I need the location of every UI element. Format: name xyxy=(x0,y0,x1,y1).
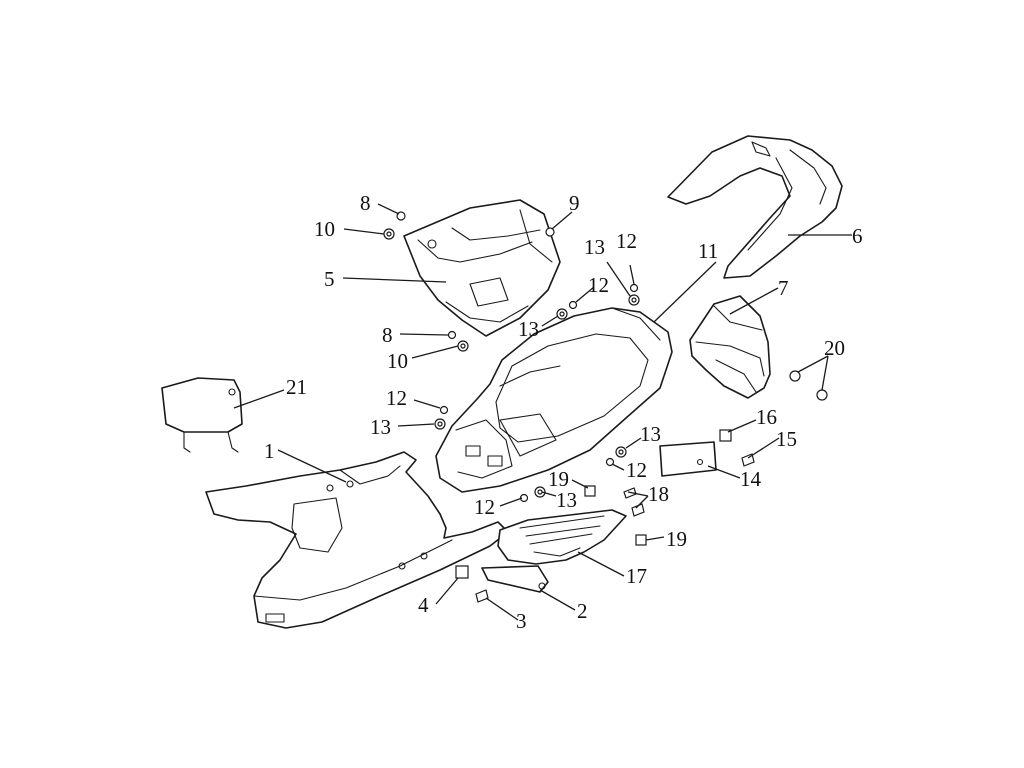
callout-16: 16 xyxy=(756,405,777,429)
part-storage-box xyxy=(403,199,561,337)
part-cover-plate xyxy=(659,441,717,477)
callout-15: 15 xyxy=(776,427,797,451)
callout-8-lower: 8 xyxy=(382,323,393,347)
callout-12-left: 12 xyxy=(386,386,407,410)
callout-10-lower: 10 xyxy=(387,349,408,373)
leader-lines xyxy=(233,203,852,621)
callout-19-top: 19 xyxy=(548,467,569,491)
callout-13-mid: 13 xyxy=(518,317,539,341)
callout-11: 11 xyxy=(698,239,718,263)
callout-18: 18 xyxy=(648,482,669,506)
hardware xyxy=(383,211,828,603)
callout-17: 17 xyxy=(626,564,647,588)
part-small-plate xyxy=(481,565,549,593)
callout-4: 4 xyxy=(418,593,429,617)
callout-19-bottom: 19 xyxy=(666,527,687,551)
part-body-frame xyxy=(435,307,673,493)
callout-5: 5 xyxy=(324,267,335,291)
part-front-cover xyxy=(667,135,843,279)
callout-8-upper: 8 xyxy=(360,191,371,215)
callout-3: 3 xyxy=(516,609,527,633)
callout-14: 14 xyxy=(740,467,762,491)
callout-12-right: 12 xyxy=(626,458,647,482)
callout-12-bottom: 12 xyxy=(474,495,495,519)
callout-labels: 1 2 3 4 5 6 7 8 8 9 10 10 11 12 12 12 12… xyxy=(264,191,863,633)
callout-13-bottom: 13 xyxy=(556,488,577,512)
callout-20: 20 xyxy=(824,336,845,360)
callout-1: 1 xyxy=(264,439,275,463)
part-inner-panel xyxy=(689,295,771,399)
callout-10-upper: 10 xyxy=(314,217,335,241)
callout-13-right: 13 xyxy=(640,422,661,446)
callout-9: 9 xyxy=(569,191,580,215)
part-lower-tray xyxy=(497,509,627,565)
callout-13-left: 13 xyxy=(370,415,391,439)
callout-6: 6 xyxy=(852,224,863,248)
part-rear-cover xyxy=(161,377,243,453)
callout-7: 7 xyxy=(778,276,789,300)
callout-12-mid: 12 xyxy=(588,273,609,297)
callout-13-top: 13 xyxy=(584,235,605,259)
callout-21: 21 xyxy=(286,375,307,399)
callout-2: 2 xyxy=(577,599,588,623)
callout-12-top: 12 xyxy=(616,229,637,253)
